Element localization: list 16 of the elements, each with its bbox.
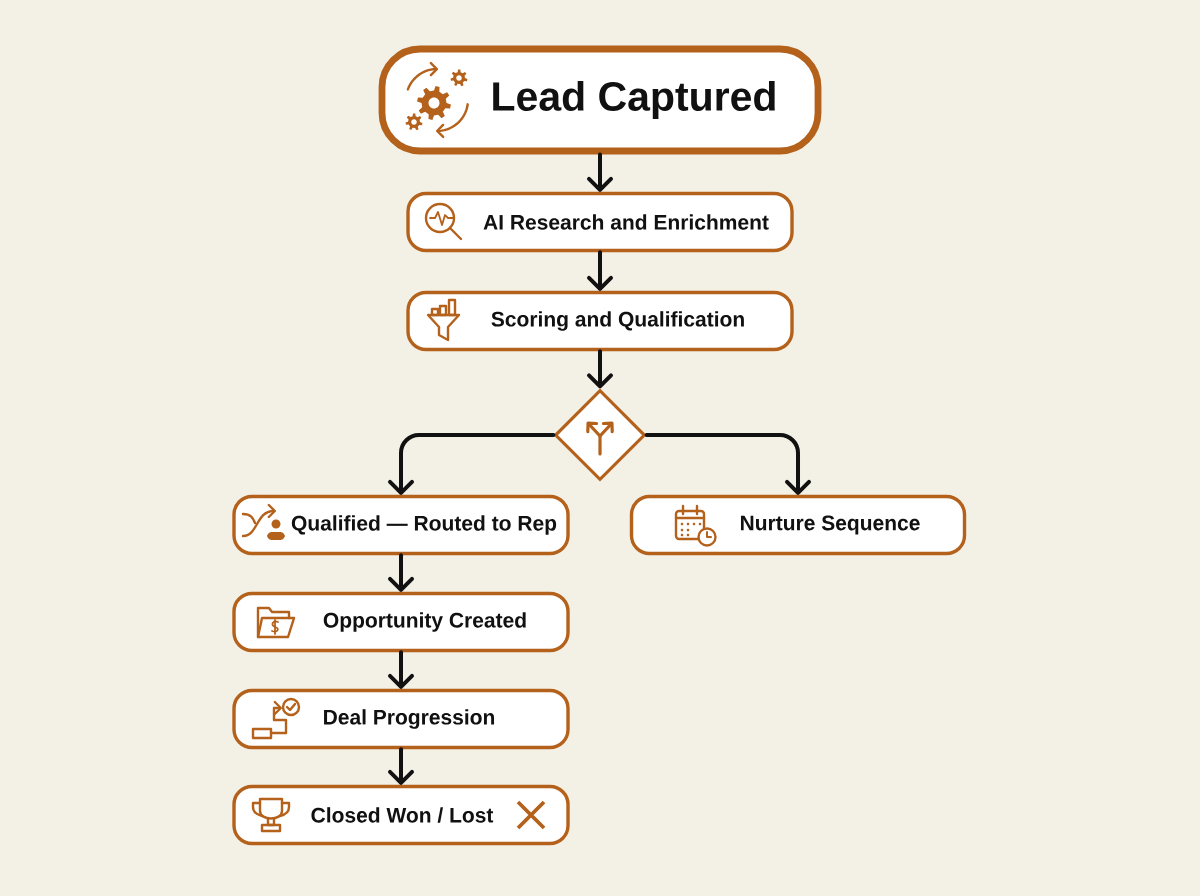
process-box: Qualified — Routed to Rep xyxy=(232,494,570,556)
arrow xyxy=(587,250,613,291)
arrow xyxy=(388,650,414,689)
process-box: Closed Won / Lost xyxy=(232,784,570,846)
arrow xyxy=(388,433,556,495)
start-box: Lead Captured xyxy=(378,45,822,155)
arrow xyxy=(388,747,414,785)
process-box: Opportunity Created xyxy=(232,591,570,653)
process-box: AI Research and Enrichment xyxy=(406,191,794,253)
process-box: Nurture Sequence xyxy=(629,494,967,556)
arrow xyxy=(388,553,414,592)
process-box: Deal Progression xyxy=(232,688,570,750)
process-box: Scoring and Qualification xyxy=(406,290,794,352)
arrow xyxy=(644,433,811,495)
arrow xyxy=(587,152,613,192)
arrow xyxy=(587,349,613,389)
